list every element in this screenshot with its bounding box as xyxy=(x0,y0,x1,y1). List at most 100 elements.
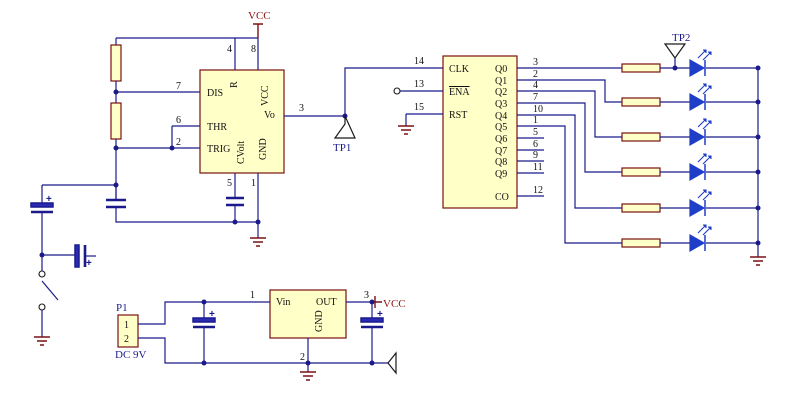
output-pin-number: 6 xyxy=(533,139,538,150)
connector-label: DC 9V xyxy=(115,349,147,361)
output-pin-label: Q6 xyxy=(495,134,507,145)
pin-number-6: 6 xyxy=(176,115,181,126)
counter-section: 14 CLK 13 ENA 15 RST Q03Q12Q24Q37Q410Q51… xyxy=(393,32,766,266)
junction-dot xyxy=(255,219,261,225)
vcc-net-label-reg: VCC xyxy=(383,298,406,310)
output-pin-label: Q8 xyxy=(495,157,507,168)
regulator-out-label: OUT xyxy=(316,297,337,308)
junction-dot xyxy=(113,89,119,95)
light-emission-arrows xyxy=(697,83,712,95)
output-pin-number: 12 xyxy=(533,185,543,196)
led-icon xyxy=(689,162,706,182)
ic-4017-body xyxy=(442,55,518,209)
regulator-gnd-label: GND xyxy=(314,310,325,332)
pin-label-gnd: GND xyxy=(258,138,269,160)
pin-label-trig: TRIG xyxy=(207,144,230,155)
polarity-plus: + xyxy=(377,309,383,320)
led-resistor xyxy=(621,238,661,248)
switch-contact-top xyxy=(38,270,46,278)
rst-pin-number: 15 xyxy=(414,102,424,113)
ground-symbol xyxy=(250,237,266,247)
output-pin-label: Q0 xyxy=(495,64,507,75)
pin-label-vcc: VCC xyxy=(260,85,271,106)
timer-section: VCC R VCC DIS THR TRIG CVolt GND Vo 4 8 … xyxy=(30,10,443,346)
regulator-pin-in: 1 xyxy=(250,290,255,301)
input-cap-plate xyxy=(192,317,216,323)
capacitor-cv xyxy=(226,196,244,207)
led-resistor xyxy=(621,203,661,213)
q5-route-wire xyxy=(544,125,622,244)
connector-designator: P1 xyxy=(116,302,128,314)
pin-number-1: 1 xyxy=(251,178,256,189)
led-resistor xyxy=(621,63,661,73)
pin-number-5: 5 xyxy=(227,178,232,189)
switch-contact-bottom xyxy=(38,303,46,311)
q4-route-wire xyxy=(544,114,622,209)
vcc-power-symbol-reg xyxy=(374,296,382,308)
output-pin-label: Q9 xyxy=(495,169,507,180)
vcc-power-symbol xyxy=(253,23,263,38)
output-pin-label: Q7 xyxy=(495,146,507,157)
test-point-tp1 xyxy=(333,115,356,139)
q3-route-wire xyxy=(544,102,622,173)
junction-dot xyxy=(672,65,678,71)
output-pin-label: CO xyxy=(495,192,509,203)
output-pin-number: 1 xyxy=(533,115,538,126)
output-pin-number: 5 xyxy=(533,127,538,138)
led-icon xyxy=(689,233,706,253)
switch-branch-wire xyxy=(41,184,116,203)
regulator-vin-label: Vin xyxy=(276,297,290,308)
junction-dot xyxy=(305,360,311,366)
light-emission-arrows xyxy=(697,189,712,201)
supply-ground-wire xyxy=(138,337,388,364)
light-emission-arrows xyxy=(697,49,712,61)
output-pin-number: 10 xyxy=(533,104,543,115)
pin-number-4: 4 xyxy=(227,44,232,55)
led-resistor xyxy=(621,97,661,107)
polarity-plus: + xyxy=(209,309,215,320)
output-pin-number: 7 xyxy=(533,92,538,103)
pin-label-vo: Vo xyxy=(264,110,275,121)
led-icon xyxy=(689,127,706,147)
cap-series-wire xyxy=(41,212,75,256)
thr-wire xyxy=(171,125,200,148)
power-section: P1 1 2 DC 9V + Vin OUT GND 1 3 2 VCC + xyxy=(115,289,406,381)
clk-net-wire xyxy=(344,67,443,116)
pin-label-cvolt: CVolt xyxy=(236,141,247,164)
junction-dot xyxy=(232,219,238,225)
output-pin-number: 2 xyxy=(533,69,538,80)
vcc-net-label-top: VCC xyxy=(248,10,271,22)
test-point-supply xyxy=(387,351,397,375)
junction-dot xyxy=(113,145,119,151)
q1-route-wire xyxy=(544,79,622,103)
light-emission-arrows xyxy=(697,153,712,165)
pin-number-8: 8 xyxy=(251,44,256,55)
switch-lever xyxy=(41,280,59,301)
regulator-pin-gnd: 2 xyxy=(300,352,305,363)
resistor-r1 xyxy=(110,44,122,82)
pin-number-7: 7 xyxy=(176,81,181,92)
polarity-plus: + xyxy=(86,258,92,269)
output-pin-number: 11 xyxy=(533,162,543,173)
output-pin-label: Q5 xyxy=(495,122,507,133)
output-pin-label: Q3 xyxy=(495,99,507,110)
vcc-rail-wire xyxy=(116,37,259,70)
junction-dot xyxy=(169,145,175,151)
led-resistor xyxy=(621,167,661,177)
output-pin-label: Q2 xyxy=(495,87,507,98)
ic-555-body xyxy=(199,69,285,174)
led-resistor xyxy=(621,132,661,142)
electrolytic-cap-series-plate xyxy=(74,244,80,268)
electrolytic-cap-left-plate xyxy=(30,202,54,208)
output-pin-number: 9 xyxy=(533,150,538,161)
resistor-r2 xyxy=(110,102,122,140)
ena-pin-label: ENA xyxy=(449,87,470,98)
ground-symbol xyxy=(300,371,316,381)
output-pin-label: Q1 xyxy=(495,76,507,87)
output-cap-plate xyxy=(360,317,384,323)
pin-label-dis: DIS xyxy=(207,88,223,99)
regulator-body xyxy=(269,289,347,339)
vin-wire xyxy=(138,301,270,325)
